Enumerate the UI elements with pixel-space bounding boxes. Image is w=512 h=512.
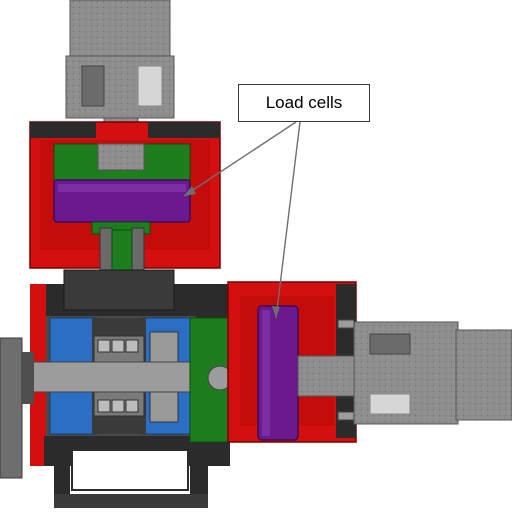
callout-arrowhead-top [184,186,196,196]
top-load-cell-highlight [58,184,186,192]
right-load-cell-highlight [262,310,270,436]
right-actuator [297,319,512,425]
base-frame [44,436,212,508]
callout-leader-right-cell [275,121,301,319]
callout-leader-top-cell [183,121,297,197]
callout-arrowhead-right [272,306,280,318]
load-cells-callout-label: Load cells [265,93,343,112]
main-shaft [5,361,197,393]
load-cells-callout: Load cells [238,84,370,122]
left-flange [0,337,34,479]
